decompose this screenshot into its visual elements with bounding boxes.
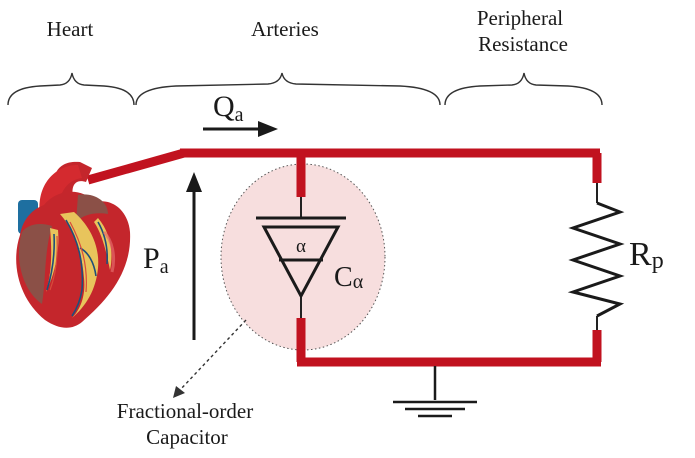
coronary-vessel-4: [97, 221, 109, 265]
capacitor-order-alpha: α: [296, 236, 306, 257]
flow-arrow: [203, 121, 278, 137]
pressure-arrow-head: [186, 172, 202, 192]
resistor-subscript: p: [652, 248, 664, 274]
coronary-vessels: [46, 219, 109, 317]
caption-pointer-head: [173, 386, 185, 398]
section-label-arteries: Arteries: [251, 17, 319, 41]
coronary-fat-right: [94, 218, 112, 270]
section-label-peripheral: Peripheral: [477, 6, 563, 30]
thin-leads: [300, 183, 598, 330]
capacitor-symbol: C: [334, 262, 353, 293]
pressure-arrow: [186, 172, 202, 340]
capacitor-caption-line1: Fractional-order: [117, 399, 253, 423]
heart-highlight: [102, 230, 116, 273]
coronary-vessel-3: [46, 233, 55, 291]
coronary-arteries-red: [49, 221, 87, 293]
heart-illustration: [16, 161, 131, 328]
fractional-capacitor-symbol: [256, 216, 346, 300]
section-label-resistance: Resistance: [478, 32, 568, 56]
flow-subscript: a: [235, 104, 244, 126]
pressure-subscript: a: [160, 256, 169, 278]
coronary-artery-1: [69, 221, 87, 293]
capacitor-subscript: α: [353, 271, 364, 293]
atrium-right-dark: [76, 194, 108, 222]
wire-heart-link: [86, 148, 186, 185]
ground-symbol: [393, 366, 477, 418]
section-braces: [7, 72, 603, 106]
flow-arrow-head: [258, 121, 278, 137]
flow-label: Qa: [213, 90, 244, 126]
flow-symbol: Q: [213, 90, 235, 123]
resistor-symbol: R: [629, 236, 652, 273]
capacitor-caption-line2: Capacitor: [146, 425, 228, 449]
capacitor-label: Cα: [334, 262, 364, 293]
coronary-fat: [60, 212, 99, 318]
circuit-wires: [86, 148, 602, 367]
coronary-fat-left: [46, 228, 59, 292]
brace-arteries: [135, 72, 441, 106]
coronary-vessel-1: [65, 219, 84, 317]
pressure-label: Pa: [143, 242, 169, 278]
caption-pointer: [179, 319, 247, 391]
atrium-dark: [18, 224, 52, 304]
coronary-artery-2: [49, 235, 58, 291]
brace-heart: [7, 72, 135, 106]
resistor-zigzag: [567, 201, 625, 318]
pressure-symbol: P: [143, 242, 160, 275]
section-label-heart: Heart: [47, 17, 94, 41]
brace-peripheral: [444, 72, 603, 106]
resistor-label: Rp: [629, 236, 664, 274]
